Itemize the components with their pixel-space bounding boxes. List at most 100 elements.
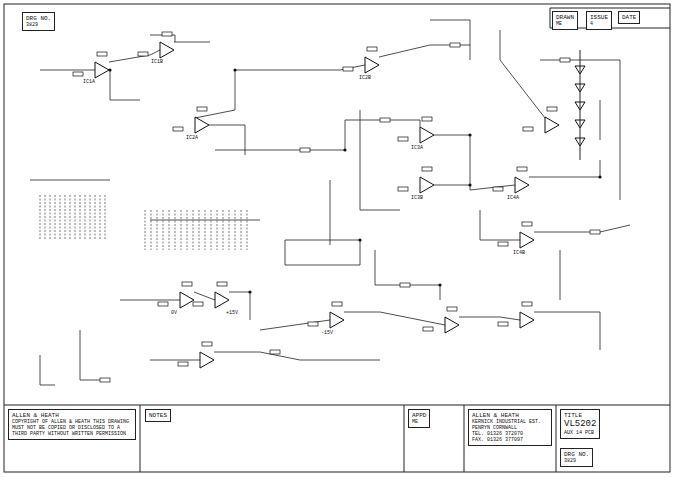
connector-pin: [169, 210, 170, 250]
frame-line: [550, 8, 551, 28]
connector-pin: [80, 195, 81, 240]
connector-pin: [60, 195, 61, 240]
title-text: TITLE: [564, 412, 596, 419]
title-block-cell: ISSUE4: [586, 11, 612, 30]
part-label: +15V: [225, 311, 239, 316]
wire: [534, 312, 600, 350]
opamp-symbol: [445, 317, 459, 333]
resistor-symbol: [270, 350, 280, 354]
part-label: IC4B: [512, 251, 526, 256]
wire: [459, 317, 520, 320]
frame-line: [4, 405, 670, 406]
wire: [500, 30, 545, 118]
wire: [214, 352, 380, 360]
wire: [194, 292, 215, 300]
title-text: ALLEN & HEATH: [12, 412, 132, 419]
connector-pin: [151, 210, 152, 250]
title-block-cell: ALLEN & HEATHKERNICK INDUSTRIAL EST. PEN…: [468, 409, 552, 446]
resistor-symbol: [422, 167, 432, 171]
connector-pin: [229, 210, 230, 250]
wire: [80, 330, 110, 380]
wire: [534, 225, 630, 232]
title-block-cell: ALLEN & HEATHCOPYRIGHT OF ALLEN & HEATH …: [8, 409, 136, 440]
junction-dot: [248, 290, 251, 293]
connector-pin: [85, 195, 86, 240]
resistor-symbol: [162, 32, 172, 36]
resistor-symbol: [422, 117, 432, 121]
wire: [120, 300, 180, 301]
frame-line: [464, 405, 465, 472]
resistor-symbol: [158, 302, 168, 306]
wire: [560, 250, 561, 300]
wire: [215, 150, 345, 151]
opamp-symbol: [420, 177, 434, 193]
title-text: VL5202: [564, 419, 596, 430]
title-text: COPYRIGHT OF ALLEN & HEATH THIS DRAWING …: [12, 419, 132, 437]
title-block-cell: APPDME: [408, 409, 430, 428]
connector-pin: [205, 210, 206, 250]
wire: [40, 70, 95, 71]
resistor-symbol: [450, 43, 460, 47]
resistor-symbol: [423, 327, 433, 331]
junction-dot: [438, 283, 441, 286]
title-text: ISSUE: [590, 14, 608, 21]
opamp-symbol: [330, 312, 344, 328]
title-text: ME: [412, 419, 426, 425]
part-label: IC4A: [506, 196, 520, 201]
title-text: APPD: [412, 412, 426, 419]
resistor-symbol: [398, 137, 408, 141]
drawing-frame: [4, 4, 670, 472]
opamp-symbol: [520, 232, 534, 248]
wire: [434, 135, 470, 190]
frame-line: [140, 405, 141, 472]
title-block-cell: DATE: [618, 11, 640, 24]
title-block-cell: NOTES: [145, 409, 171, 422]
resistor-symbol: [300, 148, 310, 152]
connector-pin: [193, 210, 194, 250]
junction-dot: [468, 133, 471, 136]
opamp-symbol: [160, 42, 174, 58]
wire: [150, 220, 260, 221]
wire: [209, 125, 245, 155]
title-block-cell: DRG NO.3829: [22, 12, 55, 31]
wire: [434, 185, 470, 186]
junction-dot: [358, 238, 361, 241]
title-block-cell: TITLEVL5202AUX 14 PCB: [560, 409, 600, 439]
resistor-symbol: [173, 127, 183, 131]
wire: [40, 355, 55, 385]
connector-pin: [223, 210, 224, 250]
junction-dot: [598, 175, 601, 178]
title-text: DRG NO.: [26, 15, 51, 22]
wire: [480, 210, 520, 240]
title-block-cell: DRG NO.3829: [560, 448, 593, 467]
resistor-symbol: [380, 118, 390, 122]
title-text: TEL. 01326 372070: [472, 431, 548, 437]
wire: [30, 180, 110, 181]
connector-pin: [217, 210, 218, 250]
resistor-symbol: [308, 322, 318, 326]
opamp-symbol: [195, 117, 209, 133]
wire: [330, 180, 331, 245]
connector-pin: [65, 195, 66, 240]
connector-pin: [247, 210, 248, 250]
connector-pin: [90, 195, 91, 240]
part-label: IC2A: [185, 136, 199, 141]
title-text: DATE: [622, 14, 636, 21]
title-text: FAX. 01326 377097: [472, 437, 548, 443]
connector-pin: [175, 210, 176, 250]
wire: [529, 160, 600, 177]
resistor-symbol: [182, 282, 192, 286]
resistor-symbol: [217, 282, 227, 286]
opamp-symbol: [520, 312, 534, 328]
opamp-symbol: [420, 127, 434, 143]
resistor-symbol: [498, 242, 508, 246]
wire: [260, 320, 330, 330]
title-text: 3829: [26, 22, 51, 28]
title-text: DRAWN: [556, 14, 574, 21]
resistor-symbol: [498, 322, 508, 326]
title-text: AUX 14 PCB: [564, 430, 596, 436]
part-label: IC3A: [410, 146, 424, 151]
opamp-symbol: [515, 177, 529, 193]
resistor-symbol: [547, 107, 557, 111]
